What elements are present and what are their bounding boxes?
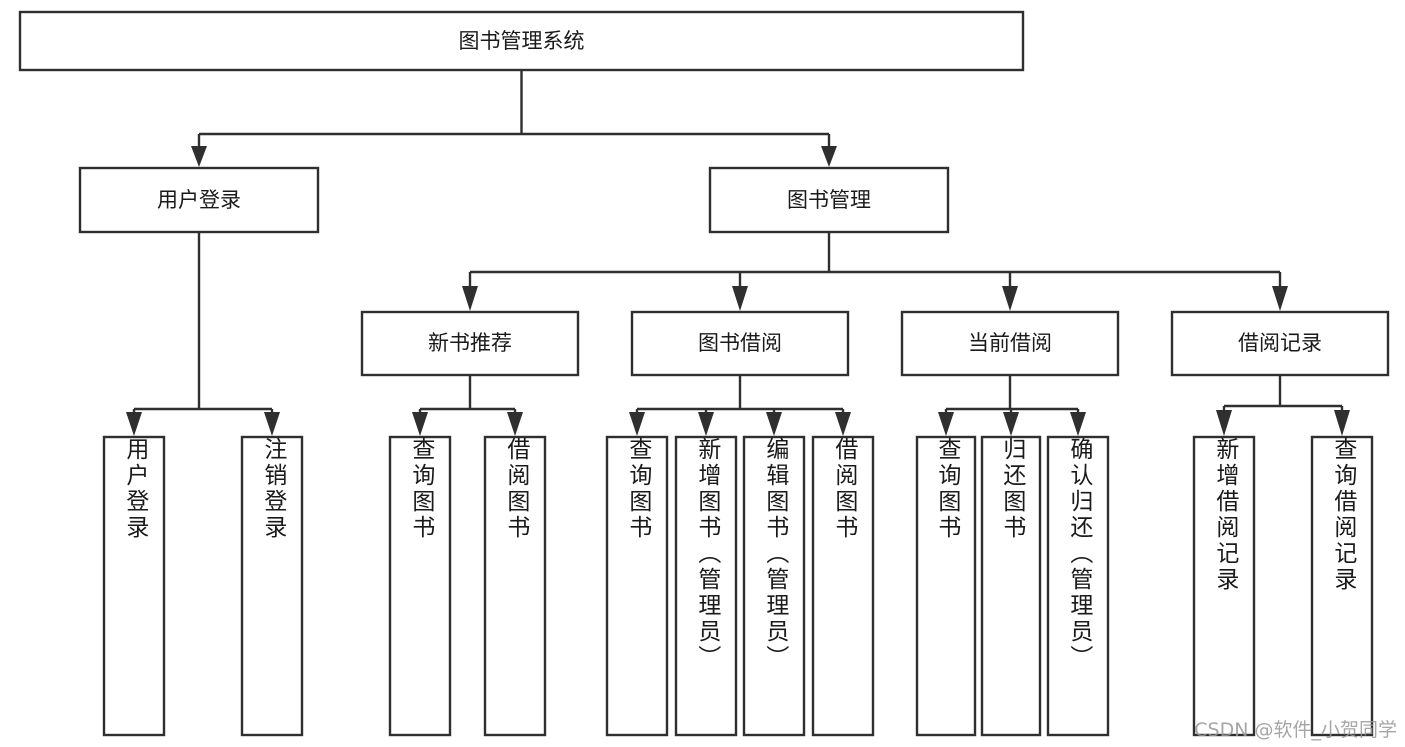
arrow-leaf-return-book xyxy=(1003,412,1019,436)
leaf-user-login-box[interactable] xyxy=(102,435,166,737)
node-book-borrow-box[interactable] xyxy=(630,310,850,377)
node-book-management-box[interactable] xyxy=(708,166,950,234)
arrow-leaf-add-book-admin xyxy=(698,412,714,436)
leaf-query-book-3-box[interactable] xyxy=(915,435,977,737)
arrow-leaf-add-borrow-record xyxy=(1216,410,1232,436)
arrow-leaf-query-book-2 xyxy=(629,412,645,436)
leaf-query-borrow-record-box[interactable] xyxy=(1310,435,1374,737)
node-borrow-record-label: 借阅记录 xyxy=(1238,331,1322,355)
arrow-to-book-borrow xyxy=(732,286,748,311)
node-user-login-label: 用户登录 xyxy=(157,188,241,212)
leaf-query-book-1-box[interactable] xyxy=(388,435,452,737)
leaf-logout-box[interactable] xyxy=(240,435,304,737)
node-book-borrow[interactable]: 图书借阅 xyxy=(630,310,850,377)
connector-layer xyxy=(126,70,1350,436)
arrow-leaf-query-borrow-record xyxy=(1334,410,1350,436)
arrow-to-new-book xyxy=(462,286,478,311)
node-user-login[interactable]: 用户登录 xyxy=(78,166,320,234)
arrow-leaf-logout xyxy=(264,412,280,436)
arrow-to-user-login xyxy=(191,146,207,167)
arrow-leaf-confirm-return-admin xyxy=(1070,412,1086,436)
leaf-confirm-return-admin-box[interactable] xyxy=(1046,435,1110,737)
node-borrow-record-box[interactable] xyxy=(1170,310,1390,377)
node-root-system-label: 图书管理系统 xyxy=(459,29,585,53)
leaf-box-layer xyxy=(102,435,1374,737)
node-new-book-recommend-box[interactable] xyxy=(360,310,580,377)
leaf-add-borrow-record-box[interactable] xyxy=(1192,435,1256,737)
node-new-book-recommend[interactable]: 新书推荐 xyxy=(360,310,580,377)
leaf-query-book-2-box[interactable] xyxy=(605,435,669,737)
arrow-to-current-borrow xyxy=(1002,286,1018,311)
node-book-borrow-label: 图书借阅 xyxy=(698,331,782,355)
arrow-to-borrow-record xyxy=(1272,286,1288,311)
arrow-leaf-query-book-3 xyxy=(938,412,954,436)
node-book-management[interactable]: 图书管理 xyxy=(708,166,950,234)
leaf-borrow-book-1-box[interactable] xyxy=(483,435,547,737)
node-book-management-label: 图书管理 xyxy=(787,188,871,212)
node-borrow-record[interactable]: 借阅记录 xyxy=(1170,310,1390,377)
arrow-leaf-edit-book-admin xyxy=(766,412,782,436)
leaf-borrow-book-2-box[interactable] xyxy=(811,435,875,737)
node-root-system[interactable]: 图书管理系统 xyxy=(18,10,1025,72)
node-current-borrow[interactable]: 当前借阅 xyxy=(900,310,1120,377)
node-current-borrow-box[interactable] xyxy=(900,310,1120,377)
node-current-borrow-label: 当前借阅 xyxy=(968,331,1052,355)
leaf-add-book-admin-box[interactable] xyxy=(674,435,738,737)
arrow-leaf-user-login xyxy=(126,412,142,436)
leaf-edit-book-admin-box[interactable] xyxy=(742,435,806,737)
leaf-return-book-box[interactable] xyxy=(980,435,1042,737)
arrow-leaf-borrow-book-2 xyxy=(835,412,851,436)
node-root-system-box[interactable] xyxy=(18,10,1025,72)
arrow-leaf-query-book-1 xyxy=(412,412,428,436)
arrow-to-book-management xyxy=(821,146,837,167)
node-user-login-box[interactable] xyxy=(78,166,320,234)
arrow-leaf-borrow-book-1 xyxy=(507,412,523,436)
node-new-book-recommend-label: 新书推荐 xyxy=(428,331,512,355)
